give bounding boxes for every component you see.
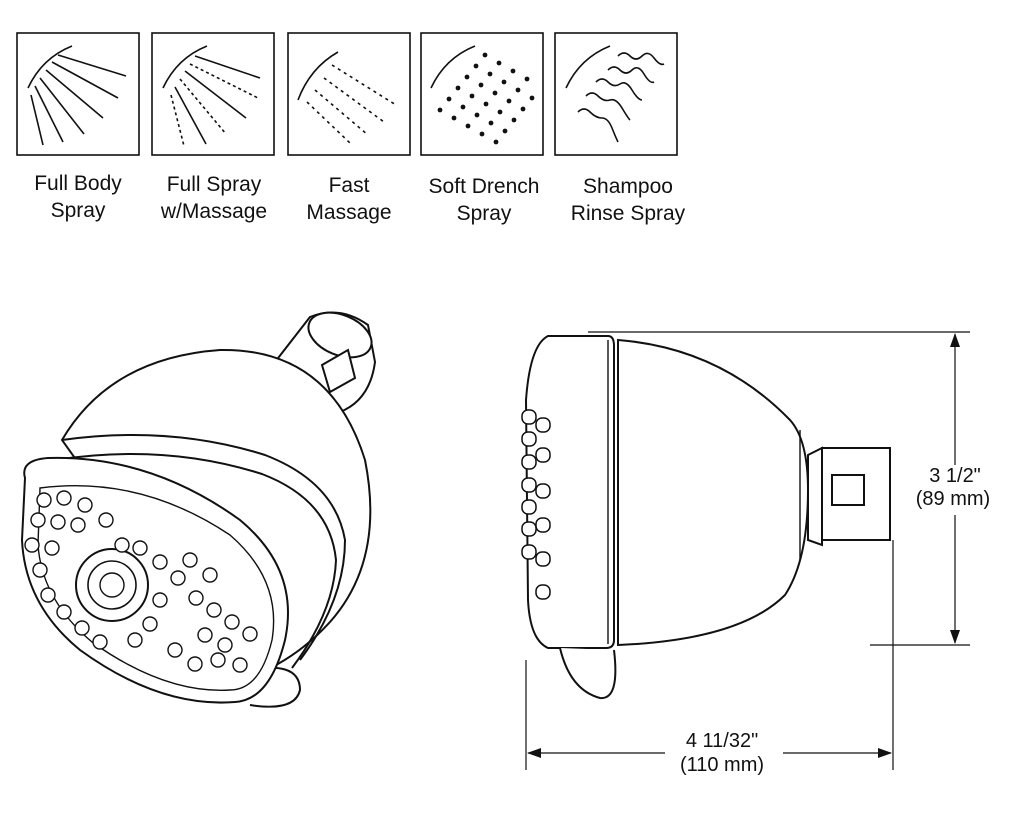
side-body [617,338,810,647]
spray-label-line2: Massage [306,201,391,224]
spray-label-line1: Shampoo [583,175,673,198]
showerhead-side-view [521,335,891,700]
spray-label-line2: Rinse Spray [571,202,686,225]
spray-icons-row [16,32,678,156]
height-dimension-imperial: 3 1/2" [929,465,981,487]
depth-dimension-metric: (110 mm) [680,754,764,776]
full-spray-massage-icon [151,32,275,156]
spray-label-line1: Full Spray [167,173,262,196]
height-dimension-metric: (89 mm) [916,488,990,510]
spray-labels: Full Body Spray Full Spray w/Massage Fas… [34,172,685,225]
full-body-spray-icon [16,32,140,156]
side-connector [807,446,823,547]
showerhead-perspective-illustration [20,311,377,708]
spray-face [20,456,289,704]
spray-label-line2: Spray [51,199,106,222]
depth-dimension-imperial: 4 11/32" [686,730,758,752]
dimension-lines [525,331,970,770]
spray-label-line2: Spray [457,202,512,225]
side-face-plate [524,335,615,649]
spray-label-line2: w/Massage [160,200,267,223]
side-lever [559,647,617,700]
fast-massage-icon [287,32,411,156]
spray-label-line1: Fast [329,174,370,197]
soft-drench-spray-icon [420,32,544,156]
side-nozzles [521,409,551,600]
shampoo-rinse-spray-icon [554,32,678,156]
spray-label-line1: Soft Drench [429,175,540,198]
spray-label-line1: Full Body [34,172,122,195]
